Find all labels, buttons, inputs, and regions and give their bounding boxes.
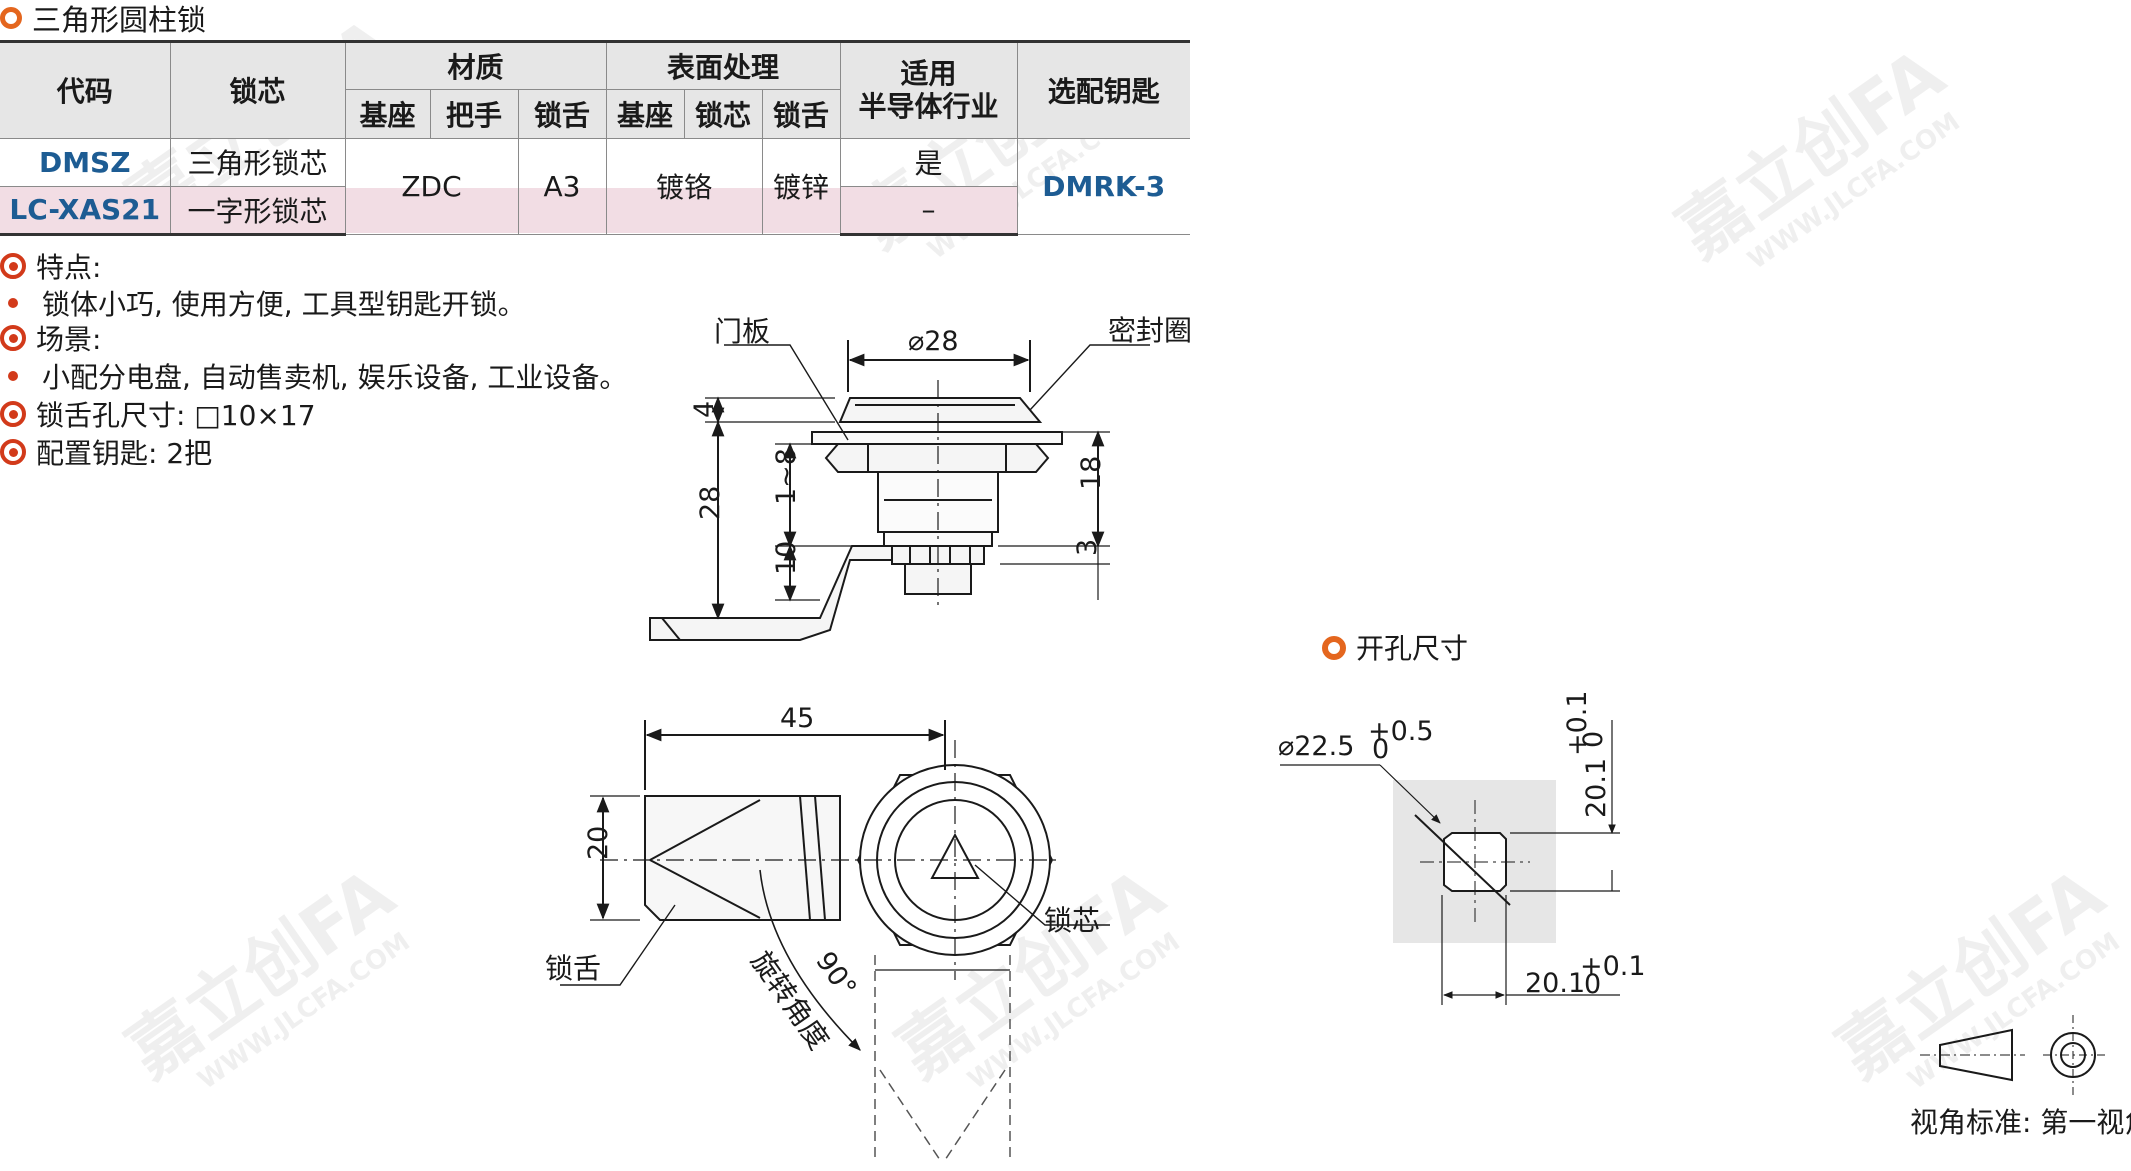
hole-size-text: 锁舌孔尺寸: □10×17 xyxy=(36,399,316,432)
table-row: DMSZ 三角形锁芯 ZDC A3 镀铬 镀锌 是 DMRK-3 xyxy=(0,137,1191,235)
subheader-core: 锁芯 xyxy=(683,89,763,139)
section-title: 三角形圆柱锁 xyxy=(0,0,207,37)
header-code: 代码 xyxy=(0,40,171,139)
table-row: LC-XAS21 一字形锁芯 – xyxy=(0,185,1190,237)
spec-table: 代码 锁芯 材质 表面处理 适用 半导体行业 选配钥匙 基座 把手 锁舌 基座 … xyxy=(0,39,1191,237)
row-industry: – xyxy=(839,185,1018,237)
ring-icon xyxy=(0,7,22,29)
row-code: DMSZ xyxy=(0,137,171,187)
target-icon xyxy=(0,439,26,465)
header-material: 材质 xyxy=(344,39,607,91)
bullet-dot-icon xyxy=(8,371,18,381)
cell-surface: 镀铬 xyxy=(605,137,763,235)
subheader-base: 基座 xyxy=(345,89,431,139)
keys-count: 配置钥匙: 2把 xyxy=(0,432,212,472)
target-icon xyxy=(0,253,26,279)
subheader-base: 基座 xyxy=(605,89,685,139)
bullet-dot-icon xyxy=(8,298,18,308)
feature-heading-text: 特点: xyxy=(36,251,102,284)
header-surface: 表面处理 xyxy=(605,39,841,91)
header-industry: 适用 半导体行业 xyxy=(839,40,1018,139)
subheader-handle: 把手 xyxy=(429,89,519,139)
target-icon xyxy=(0,401,26,427)
subheader-tongue: 锁舌 xyxy=(761,89,841,139)
scene-heading-text: 场景: xyxy=(36,323,102,356)
cell-key: DMRK-3 xyxy=(1016,137,1191,235)
row-core: 三角形锁芯 xyxy=(169,137,346,187)
row-code: LC-XAS21 xyxy=(0,185,171,237)
scene-item: 小配分电盘, 自动售卖机, 娱乐设备, 工业设备。 xyxy=(0,356,627,396)
header-core: 锁芯 xyxy=(169,40,346,139)
feature-item-text: 锁体小巧, 使用方便, 工具型钥匙开锁。 xyxy=(42,288,526,321)
feature-heading: 特点: xyxy=(0,246,101,286)
cell-tongue-material: A3 xyxy=(517,137,607,235)
cell-surface-tongue: 镀锌 xyxy=(761,137,841,235)
scene-heading: 场景: xyxy=(0,318,101,358)
target-icon xyxy=(0,325,26,351)
section-title-text: 三角形圆柱锁 xyxy=(32,3,207,37)
keys-count-text: 配置钥匙: 2把 xyxy=(36,437,213,470)
scene-item-text: 小配分电盘, 自动售卖机, 娱乐设备, 工业设备。 xyxy=(42,361,628,394)
cell-base-material: ZDC xyxy=(344,137,519,235)
feature-item: 锁体小巧, 使用方便, 工具型钥匙开锁。 xyxy=(0,283,526,323)
row-industry: 是 xyxy=(839,137,1018,187)
hole-size: 锁舌孔尺寸: □10×17 xyxy=(0,394,316,434)
header-key: 选配钥匙 xyxy=(1016,40,1191,139)
row-core: 一字形锁芯 xyxy=(169,185,346,237)
subheader-tongue: 锁舌 xyxy=(517,89,607,139)
